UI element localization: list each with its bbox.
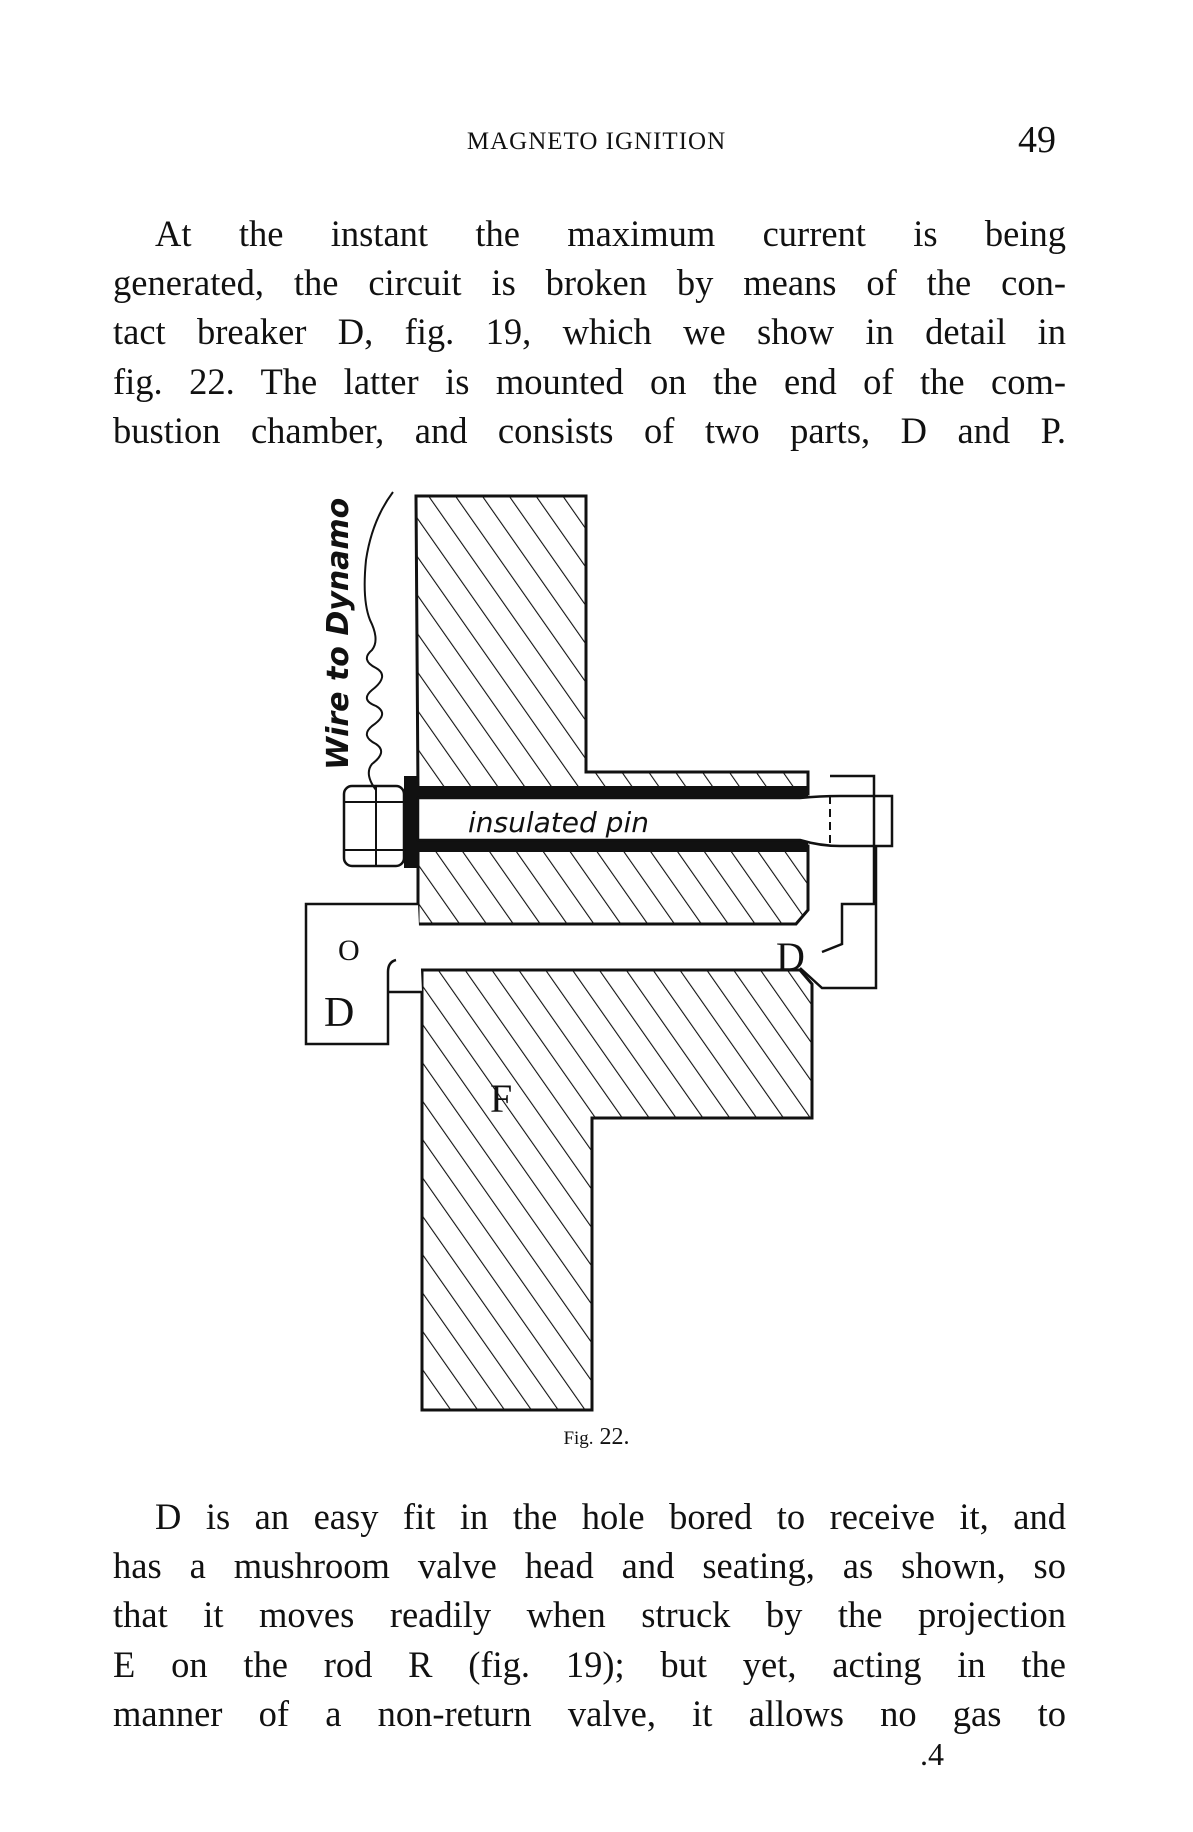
box-o-label: O	[338, 934, 360, 967]
pin-label: insulated pin	[468, 806, 649, 839]
upper-block	[414, 494, 810, 796]
wire-label: Wire to Dynamo	[321, 498, 356, 770]
text-line: fig. 22. The latter is mounted on the en…	[113, 360, 1066, 402]
lower-block-f	[420, 968, 814, 1412]
paragraph-2: D is an easy fit in the hole bored to re…	[113, 1492, 1066, 1738]
right-nut	[821, 774, 876, 954]
text-line: has a mushroom valve head and seating, a…	[113, 1545, 1066, 1587]
text-line: generated, the circuit is broken by mean…	[113, 262, 1066, 304]
caption-number: 22.	[599, 1424, 630, 1450]
contact-d-label: D	[776, 934, 805, 979]
bracket	[799, 846, 878, 990]
insulation-bottom	[404, 840, 808, 852]
signature-mark: .4	[920, 1736, 944, 1772]
page-number: 49	[1018, 119, 1056, 161]
paragraph-1: At the instant the maximum current is be…	[113, 209, 1066, 455]
upper-flange-lower	[416, 844, 810, 926]
text-line: At the instant the maximum current is be…	[155, 213, 1066, 254]
text-line: that it moves readily when struck by the…	[113, 1594, 1066, 1636]
caption-prefix: Fig.	[563, 1428, 594, 1449]
insulated-pin	[416, 794, 894, 848]
insulation-end	[404, 776, 418, 868]
text-line: bustion chamber, and consists of two par…	[113, 409, 1066, 451]
text-line: E on the rod R (fig. 19); but yet, actin…	[113, 1643, 1066, 1685]
text-line: D is an easy fit in the hole bored to re…	[155, 1496, 1066, 1537]
wire-to-dynamo	[363, 491, 394, 791]
valve-d-box	[304, 902, 422, 1046]
running-head: MAGNETO IGNITION	[466, 128, 727, 155]
box-d-label: D	[324, 990, 354, 1036]
left-nut	[342, 784, 406, 868]
block-f-label: F	[490, 1076, 512, 1121]
text-line: tact breaker D, fig. 19, which we show i…	[113, 311, 1066, 353]
insulation-top	[404, 786, 808, 798]
text-line: manner of a non-return valve, it allows …	[113, 1692, 1066, 1734]
figure-caption: Fig. 22.	[0, 1424, 1193, 1451]
